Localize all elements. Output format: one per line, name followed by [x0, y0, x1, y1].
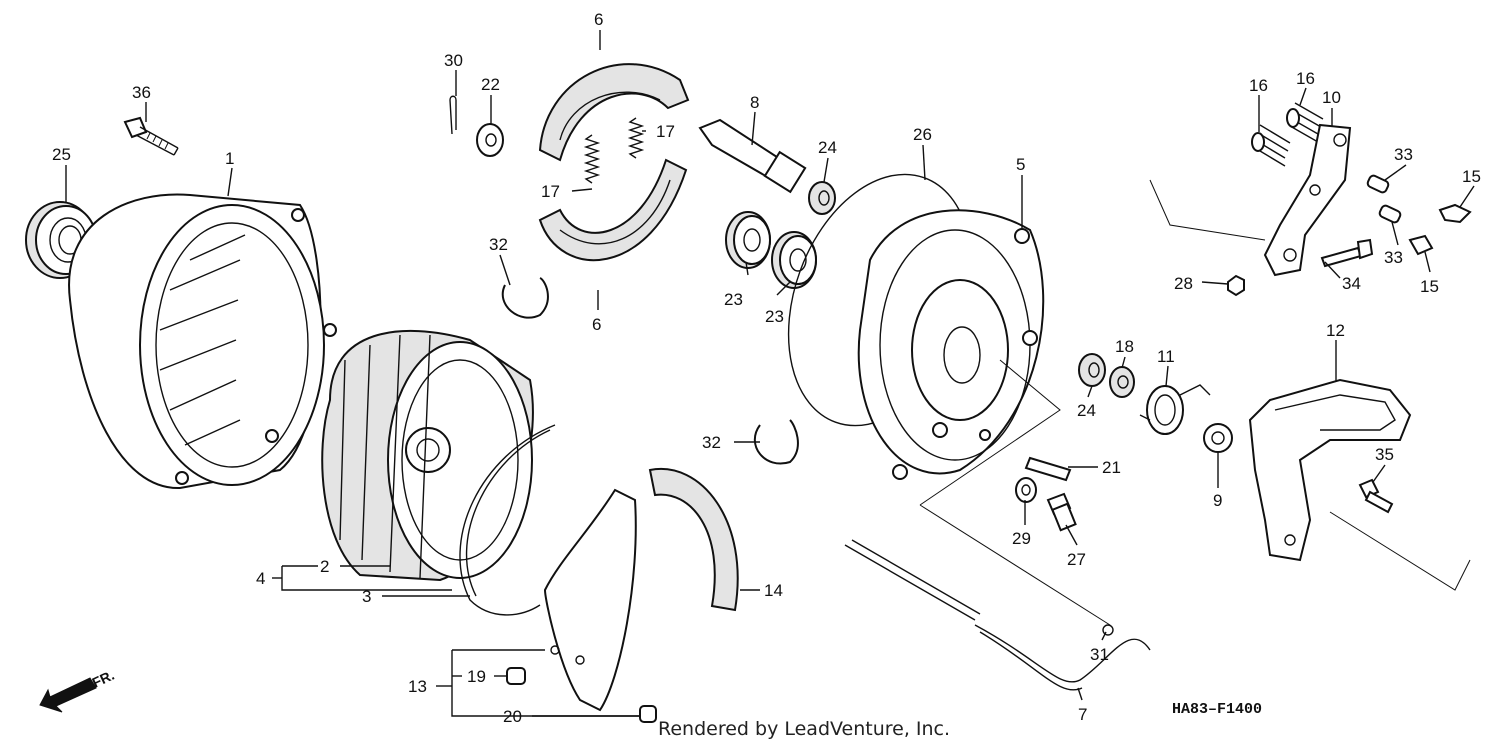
part-8-brake-cam: [698, 118, 807, 194]
part-36-bolt: [123, 116, 179, 156]
callout-26: 26: [913, 125, 932, 144]
callout-3: 3: [362, 587, 371, 606]
callout-23-left: 23: [724, 290, 743, 309]
callout-19: 19: [467, 667, 486, 686]
part-9-lock-washer: [1203, 423, 1233, 453]
callout-11: 11: [1157, 347, 1175, 366]
callout-6-upper: 6: [594, 10, 603, 29]
callout-21: 21: [1102, 458, 1121, 477]
callout-5: 5: [1016, 155, 1025, 174]
callout-13: 13: [408, 677, 427, 696]
callout-31: 31: [1090, 645, 1109, 664]
callout-6-lower: 6: [592, 315, 601, 334]
part-33-pin-lower: [1378, 204, 1402, 224]
callout-10: 10: [1322, 88, 1341, 107]
part-23-bearing-right: [771, 231, 817, 289]
callout-9: 9: [1213, 491, 1222, 510]
render-credit: Rendered by LeadVenture, Inc.: [658, 718, 951, 740]
callout-labels: 1 2 3 4 5 6 6 7 8 9 10 11 12 13 14 15 15…: [52, 10, 1481, 726]
callout-22: 22: [481, 75, 500, 94]
part-17-spring-right: [627, 117, 645, 159]
front-label: FR.: [90, 667, 117, 691]
callout-2: 2: [320, 557, 329, 576]
part-35-bolt: [1358, 478, 1394, 514]
callout-7: 7: [1078, 705, 1087, 724]
callout-24-lower: 24: [1077, 401, 1096, 420]
callout-17-right: 17: [656, 122, 675, 141]
part-7-brake-cable: [844, 539, 1151, 691]
callout-25: 25: [52, 145, 71, 164]
part-3-seal-ring: [459, 424, 556, 616]
part-15-wing-nut-upper: [1438, 203, 1472, 224]
part-20-grease-fitting: [639, 705, 657, 723]
diagram-code: HA83–F1400: [1172, 701, 1262, 718]
part-24-seal-lower: [1078, 353, 1106, 387]
part-5-brake-panel: [857, 209, 1045, 480]
part-32-clamp-upper: [501, 277, 549, 319]
part-21-stud: [1024, 456, 1072, 482]
callout-16-left: 16: [1249, 76, 1268, 95]
callout-33-upper: 33: [1394, 145, 1413, 164]
part-24-seal-upper: [808, 181, 836, 215]
part-6-brake-shoe-lower: [538, 158, 688, 262]
callout-30: 30: [444, 51, 463, 70]
part-13-brake-band: [543, 488, 637, 712]
callout-4: 4: [256, 569, 265, 588]
part-2-brake-drum: [321, 329, 534, 582]
part-10-brake-arm: [1263, 123, 1352, 277]
callout-14: 14: [764, 581, 783, 600]
callout-15-lower: 15: [1420, 277, 1439, 296]
callout-17-left: 17: [541, 182, 560, 201]
part-27-bolt: [1046, 492, 1077, 532]
part-29-washer: [1015, 477, 1037, 503]
callout-28: 28: [1174, 274, 1193, 293]
callout-34: 34: [1342, 274, 1361, 293]
part-12-cover-plate: [1248, 378, 1412, 562]
callout-33-lower: 33: [1384, 248, 1403, 267]
part-34-bolt: [1320, 238, 1374, 268]
callout-29: 29: [1012, 529, 1031, 548]
part-33-pin-upper: [1366, 174, 1390, 194]
part-16-spring-right: [1286, 102, 1324, 143]
callout-23-right: 23: [765, 307, 784, 326]
part-1-drum-cover: [68, 193, 337, 490]
part-31-clip: [1102, 624, 1114, 636]
part-15-wing-nut-lower: [1408, 234, 1434, 256]
part-17-spring-left: [583, 134, 601, 184]
callout-35: 35: [1375, 445, 1394, 464]
callout-36: 36: [132, 83, 151, 102]
part-19-grease-fitting: [506, 667, 526, 685]
callout-8: 8: [750, 93, 759, 112]
leader-lines: [65, 30, 1475, 717]
callout-12: 12: [1326, 321, 1345, 340]
part-18-washer: [1109, 366, 1135, 398]
part-23-bearing-left: [725, 211, 771, 269]
part-22-washer: [476, 123, 504, 157]
callout-1: 1: [225, 149, 234, 168]
part-14-brake-lining: [648, 467, 739, 612]
callout-18: 18: [1115, 337, 1134, 356]
part-6-brake-shoe-upper: [538, 63, 690, 162]
part-32-clamp-lower: [753, 419, 799, 465]
callout-15-upper: 15: [1462, 167, 1481, 186]
callout-20: 20: [503, 707, 522, 726]
part-11-return-spring: [1139, 384, 1211, 435]
callout-24-upper: 24: [818, 138, 837, 157]
part-16-spring-left: [1251, 124, 1291, 167]
part-30-cotter-pin: [449, 95, 457, 135]
front-direction-arrow-icon: FR.: [39, 667, 117, 713]
part-28-nut: [1227, 274, 1245, 297]
callout-32-upper: 32: [489, 235, 508, 254]
callout-27: 27: [1067, 550, 1086, 569]
callout-16-right: 16: [1296, 69, 1315, 88]
callout-32-lower: 32: [702, 433, 721, 452]
